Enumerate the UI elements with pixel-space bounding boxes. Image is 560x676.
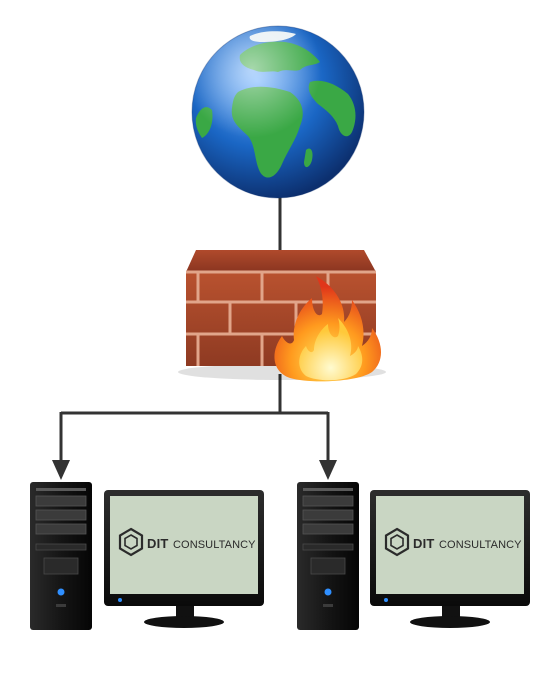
workstation-2 (297, 482, 530, 630)
tower-icon (297, 482, 359, 630)
workstation-1 (30, 482, 264, 630)
dit-logo-icon (384, 527, 410, 557)
left-arrow-icon (52, 460, 70, 480)
right-arrow-icon (319, 460, 337, 480)
brand-regular-text: CONSULTANCY (173, 539, 256, 551)
monitor-icon (370, 490, 530, 628)
monitor-screen (110, 496, 258, 594)
fire-icon (274, 276, 381, 382)
firewall-icon (178, 250, 386, 382)
globe-icon (191, 25, 365, 199)
brand-regular-text: CONSULTANCY (439, 539, 522, 551)
dit-logo-icon (118, 527, 144, 557)
brand-bold-text: DIT (413, 536, 435, 551)
monitor-brand-label: DIT CONSULTANCY (147, 535, 256, 553)
monitor-screen (376, 496, 524, 594)
brand-bold-text: DIT (147, 536, 169, 551)
monitor-brand-label: DIT CONSULTANCY (413, 535, 522, 553)
tower-icon (30, 482, 92, 630)
connection-lines (52, 196, 337, 480)
monitor-icon (104, 490, 264, 628)
